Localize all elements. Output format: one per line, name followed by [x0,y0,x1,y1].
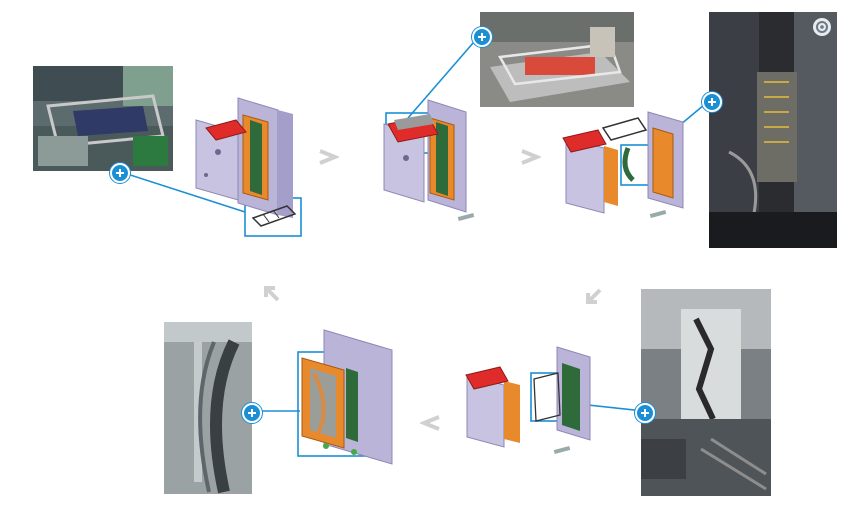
arrow-left-icon [420,415,440,431]
settings-icon[interactable] [813,18,831,36]
arrow-up-left-icon [264,286,280,302]
plus-icon[interactable] [110,163,130,183]
arrow-right-icon [319,149,339,165]
mold-model-2 [383,99,475,222]
machine-cabinet-photo [709,12,837,248]
gripper-table-photo [480,12,634,107]
mold-closeup-photo [164,322,252,494]
robot-gripper-photo [33,66,173,171]
mold-model-1 [195,97,293,218]
connector-line-2 [407,34,481,119]
plus-icon[interactable] [702,92,722,112]
plus-icon[interactable] [242,403,262,423]
connector-line-1 [117,170,246,213]
plus-icon[interactable] [635,403,655,423]
production-line-photo [641,289,771,496]
arrow-down-left-icon [586,288,602,304]
part-preview-1 [251,205,297,227]
arrow-right-icon [521,149,541,165]
mold-model-4 [465,346,591,455]
mold-model-3 [562,111,684,219]
plus-icon[interactable] [472,27,492,47]
mold-model-5 [301,329,393,465]
